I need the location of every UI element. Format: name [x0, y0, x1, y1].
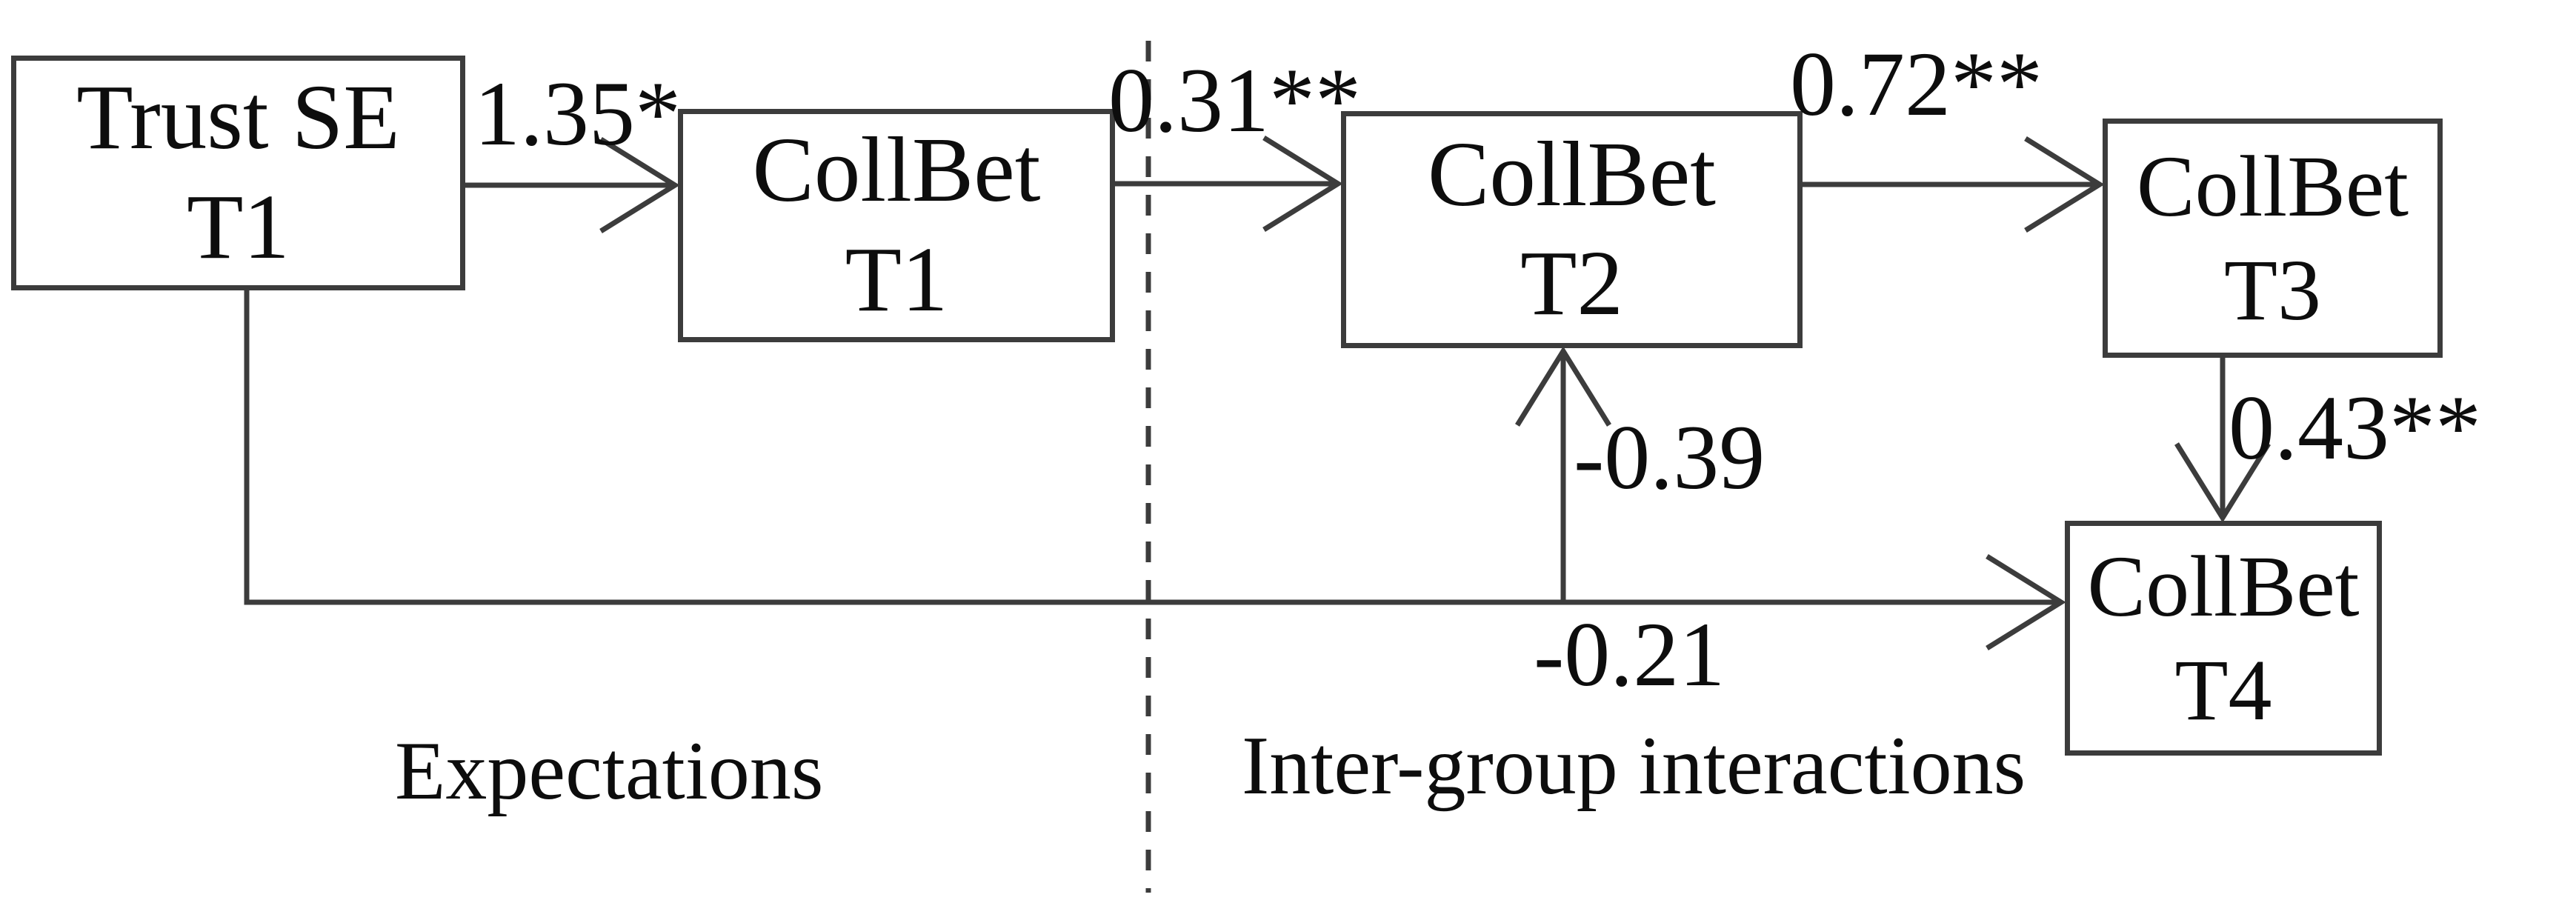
box-collbet-t1: CollBet T1: [678, 109, 1115, 342]
box-collbet-t4-line2: T4: [2174, 641, 2272, 739]
box-collbet-t2-line2: T2: [1520, 233, 1623, 335]
box-collbet-t3-line2: T3: [2223, 241, 2322, 339]
arrow-collbet-t3-to-t4: [2174, 358, 2271, 523]
box-collbet-t1-line1: CollBet: [752, 119, 1041, 221]
arrow-trust-to-collbet-t4-elbow: [244, 290, 2066, 650]
coefficient-label-trust-to-t1: 1.35*: [474, 63, 681, 164]
coefficient-label-trust-to-t2: -0.39: [1574, 407, 1765, 508]
box-collbet-t2: CollBet T2: [1341, 111, 1803, 348]
arrow-collbet-t2-to-t3: [1803, 136, 2105, 233]
section-label-inter-group-interactions: Inter-group interactions: [1242, 720, 2026, 812]
box-trust-se-t1-line2: T1: [187, 176, 290, 279]
coefficient-label-t2-to-t3: 0.72**: [1790, 33, 2043, 135]
box-collbet-t1-line2: T1: [845, 228, 948, 331]
coefficient-label-t1-to-t2: 0.31**: [1108, 50, 1361, 151]
arrow-branch-up-to-collbet-t2: [1515, 346, 1611, 602]
box-collbet-t4-line1: CollBet: [2087, 538, 2360, 636]
arrow-collbet-t1-to-t2: [1115, 136, 1343, 232]
coefficient-label-trust-to-t4: -0.21: [1534, 604, 1725, 705]
box-trust-se-t1: Trust SE T1: [11, 56, 465, 290]
box-trust-se-t1-line1: Trust SE: [76, 67, 400, 169]
section-label-expectations: Expectations: [395, 725, 824, 817]
coefficient-label-t3-to-t4: 0.43**: [2229, 377, 2481, 479]
box-collbet-t4: CollBet T4: [2065, 521, 2382, 756]
box-collbet-t2-line1: CollBet: [1428, 123, 1716, 226]
box-collbet-t3-line1: CollBet: [2136, 138, 2409, 236]
arrow-trust-to-collbet-t1: [465, 137, 680, 233]
box-collbet-t3: CollBet T3: [2103, 119, 2443, 358]
